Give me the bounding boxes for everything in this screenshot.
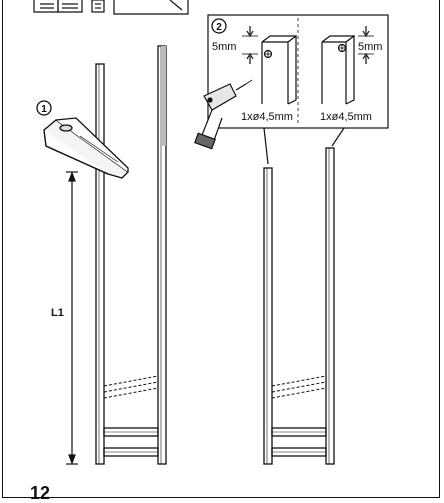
right-offset-label: 5mm (358, 41, 382, 53)
left-hole-label: 1xø4,5mm (241, 111, 293, 123)
dimension-label: L1 (51, 307, 64, 319)
drill-icon (194, 79, 253, 150)
right-cabinet-frame (263, 147, 335, 465)
drilling-detail-callout (207, 14, 389, 165)
svg-text:2: 2 (216, 22, 222, 33)
right-post-detail (321, 26, 374, 105)
warning-box (113, 0, 189, 15)
left-post-detail (242, 26, 297, 105)
svg-text:1: 1 (41, 104, 47, 115)
left-offset-label: 5mm (212, 41, 236, 53)
page-frame (2, 0, 440, 498)
right-hole-label: 1xø4,5mm (320, 111, 372, 123)
step2-badge: 2 (211, 18, 227, 34)
document-icon (91, 0, 105, 13)
left-cabinet-frame (95, 45, 167, 465)
step1-badge: 1 (36, 100, 52, 116)
height-dimension-line (66, 171, 78, 465)
spirit-level-icon (43, 117, 129, 179)
manual-icon (33, 0, 83, 13)
page-number: 12 (30, 483, 51, 503)
